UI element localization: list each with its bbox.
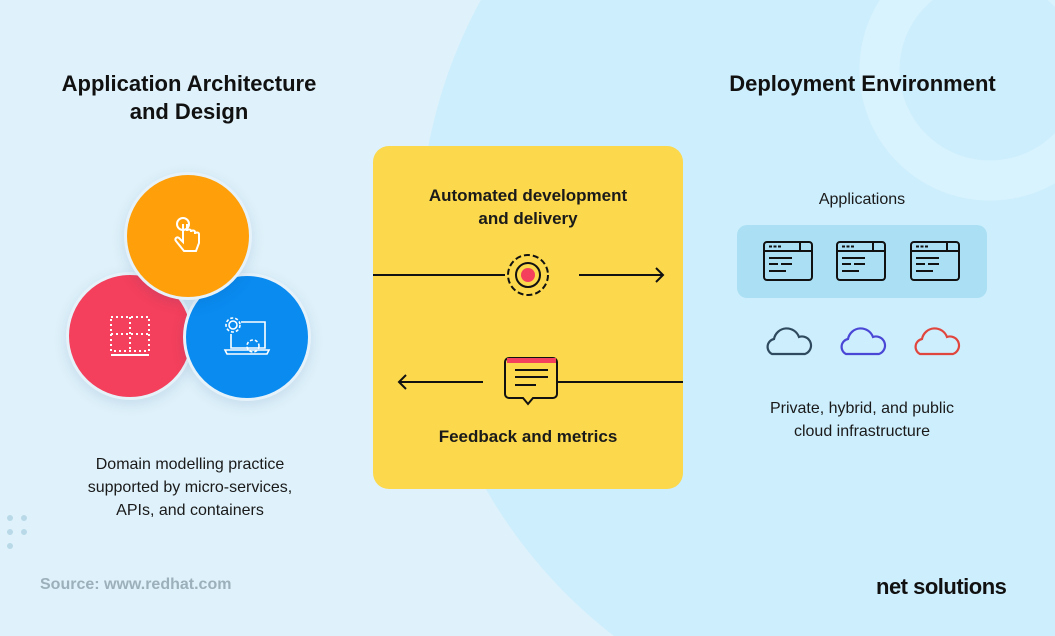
gear-icon <box>507 254 549 296</box>
pipeline-card <box>373 146 683 489</box>
applications-box <box>737 225 987 298</box>
private-cloud-icon <box>766 327 813 356</box>
left-desc-line2: supported by micro-services, <box>87 479 293 496</box>
cloud-infrastructure-label: Private, hybrid, and public cloud infras… <box>712 397 1012 443</box>
public-cloud-icon <box>914 327 961 356</box>
left-title: Application Architecture and Design <box>30 70 348 126</box>
top-label-line1: Automated development <box>428 186 628 205</box>
application-windows <box>763 241 960 281</box>
red-circle <box>66 272 194 400</box>
left-title-line2: and Design <box>129 99 249 124</box>
arrow-left-icon <box>397 374 483 390</box>
automated-delivery-label: Automated development and delivery <box>373 184 683 230</box>
app-window-icon <box>910 241 960 281</box>
applications-label: Applications <box>818 191 906 208</box>
tap-hand-icon <box>174 217 200 252</box>
net-solutions-logo: net solutions <box>876 574 1007 599</box>
left-title-line1: Application Architecture <box>61 71 317 96</box>
app-window-icon <box>763 241 813 281</box>
app-window-icon <box>836 241 886 281</box>
top-label-line2: and delivery <box>478 209 578 228</box>
source-text: Source: www.redhat.com <box>40 576 232 593</box>
feedback-label: Feedback and metrics <box>438 427 618 446</box>
left-description: Domain modelling practice supported by m… <box>40 453 340 522</box>
left-desc-line1: Domain modelling practice <box>95 456 285 473</box>
right-title: Deployment Environment <box>729 71 996 96</box>
hybrid-cloud-icon <box>840 327 887 356</box>
cloud-label-line2: cloud infrastructure <box>793 423 931 440</box>
orange-circle <box>124 172 252 300</box>
arrow-right-icon <box>579 267 665 283</box>
feedback-message-icon <box>504 357 558 406</box>
decorative-dots <box>7 515 27 549</box>
left-desc-line3: APIs, and containers <box>116 502 264 519</box>
cloud-label-line1: Private, hybrid, and public <box>769 400 955 417</box>
clouds <box>766 327 961 356</box>
laptop-gear-icon <box>223 317 271 355</box>
grid-layout-icon <box>110 316 150 356</box>
pipeline-diagram <box>373 254 683 406</box>
